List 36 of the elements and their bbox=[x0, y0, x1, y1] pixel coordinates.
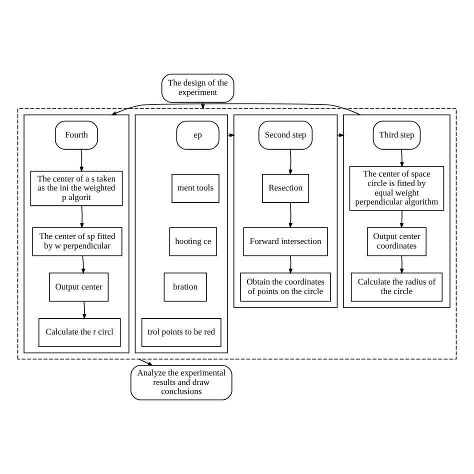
node-box: Third step bbox=[372, 120, 421, 150]
cluster bbox=[343, 114, 450, 308]
arrow bbox=[288, 202, 293, 228]
node-box: Resection bbox=[262, 174, 310, 203]
cluster bbox=[17, 108, 457, 360]
arrow bbox=[80, 205, 84, 229]
arrow bbox=[400, 149, 404, 168]
node-box: Second step bbox=[258, 120, 313, 150]
cluster bbox=[134, 114, 228, 354]
arrow bbox=[288, 255, 293, 274]
node-box: Output center bbox=[49, 272, 109, 302]
arrow bbox=[81, 255, 86, 274]
node-box: The center of sp fitted by w perpendicular bbox=[32, 227, 122, 256]
cluster bbox=[233, 114, 338, 308]
arrow bbox=[80, 149, 84, 172]
node-box: Output center coordinates bbox=[366, 227, 426, 256]
node-box: Calculate the radius of the circle bbox=[350, 272, 443, 302]
node-box: trol points to be red bbox=[141, 318, 222, 348]
node-box: Analyze the experimental results and draw conclusions bbox=[130, 365, 232, 400]
cluster bbox=[24, 114, 130, 354]
arrow bbox=[400, 255, 404, 274]
node-box: Calculate the r circl bbox=[38, 318, 121, 348]
node-box: The center of a s taken as the ini the weighted p algorit bbox=[30, 170, 123, 206]
node-box: ep bbox=[176, 120, 220, 150]
arrow bbox=[82, 300, 86, 320]
node-box: hooting ce bbox=[169, 227, 218, 256]
arrow bbox=[138, 358, 154, 366]
node-box: The design of the experiment bbox=[161, 74, 234, 103]
node-box: ment tools bbox=[172, 174, 220, 203]
arrow bbox=[400, 210, 404, 229]
node-box: Obtain the coordinates of points on the circle bbox=[240, 272, 331, 302]
node-box: bration bbox=[164, 272, 207, 302]
node-box: Forward intersection bbox=[243, 227, 328, 256]
node-box: The center of space circle is fitted by equal weight perpendicular algorithm bbox=[349, 166, 444, 211]
arrow bbox=[288, 149, 293, 176]
node-box: Fourth bbox=[54, 120, 98, 150]
